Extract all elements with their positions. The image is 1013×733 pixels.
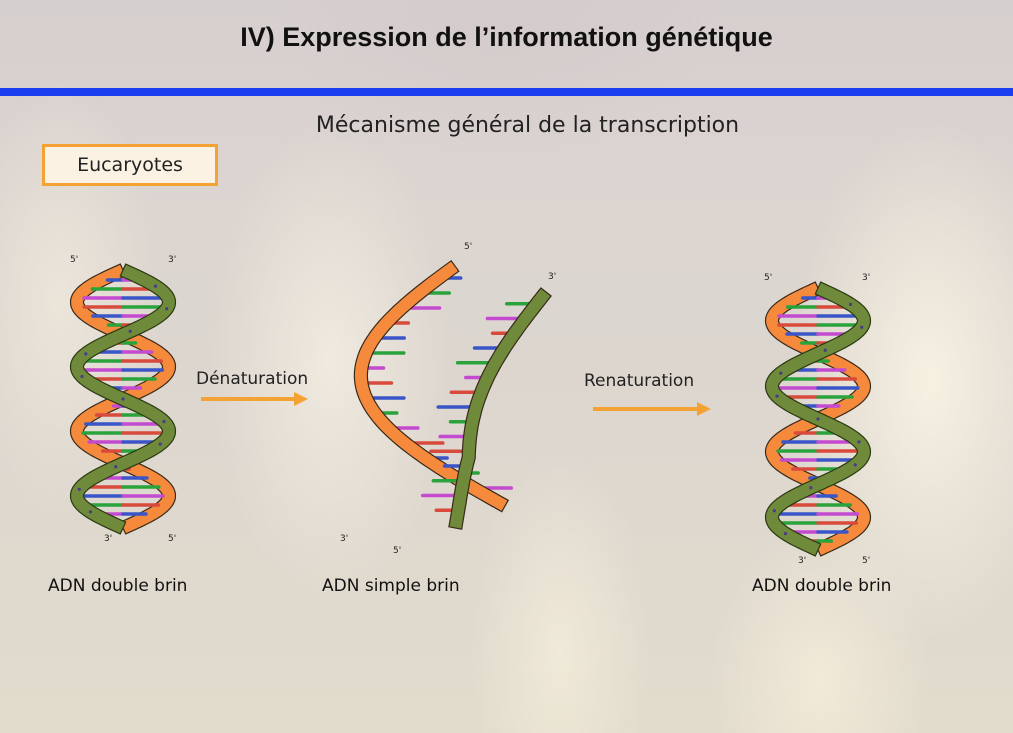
three-prime-label: 3' xyxy=(340,534,349,544)
renaturation-label: Renaturation xyxy=(584,371,695,391)
double-strand-label-left: ADN double brin xyxy=(48,576,188,596)
renaturation-arrow xyxy=(593,402,711,416)
eukaryotes-badge: Eucaryotes xyxy=(42,144,218,186)
slide-title: IV) Expression de l’information génétiqu… xyxy=(240,22,773,52)
slide-subtitle: Mécanisme général de la transcription xyxy=(315,113,740,138)
single-strand-label: ADN simple brin xyxy=(322,576,460,596)
five-prime-label: 5' xyxy=(393,546,402,556)
title-divider xyxy=(0,88,1013,96)
double-strand-label-right: ADN double brin xyxy=(752,576,892,596)
five-prime-label: 5' xyxy=(764,273,773,283)
double-strand-dna-right xyxy=(764,281,872,557)
three-prime-label: 3' xyxy=(168,255,177,265)
three-prime-label: 3' xyxy=(862,273,871,283)
three-prime-label: 3' xyxy=(798,556,807,566)
single-strand-dna xyxy=(353,259,552,530)
five-prime-label: 5' xyxy=(70,255,79,265)
double-strand-dna-left xyxy=(69,263,177,535)
three-prime-label: 3' xyxy=(548,272,557,282)
denaturation-label: Dénaturation xyxy=(196,369,309,389)
denaturation-arrow xyxy=(201,392,308,406)
five-prime-label: 5' xyxy=(464,242,473,252)
five-prime-label: 5' xyxy=(862,556,871,566)
five-prime-label: 5' xyxy=(168,534,177,544)
three-prime-label: 3' xyxy=(104,534,113,544)
